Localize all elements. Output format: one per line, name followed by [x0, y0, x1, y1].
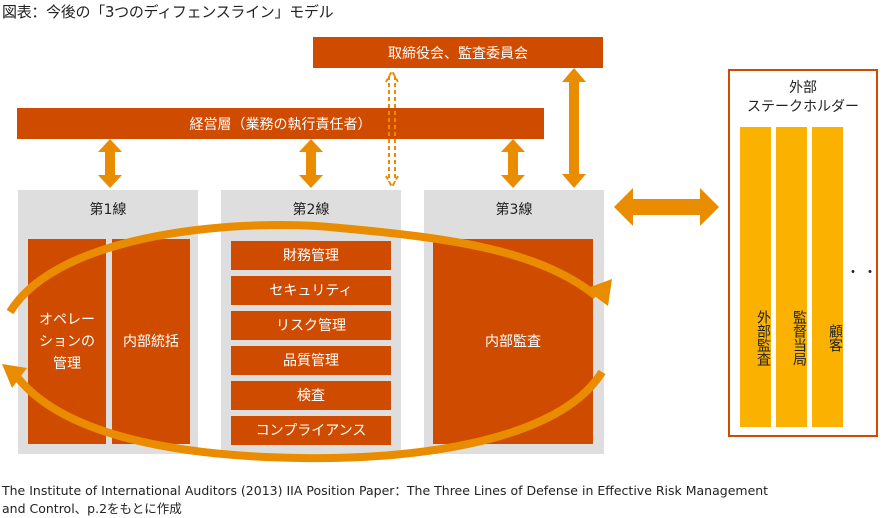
- board-line3-arrow: [562, 68, 586, 188]
- internal-control-cell: 内部統括: [112, 239, 190, 444]
- function-quality-management: 品質管理: [231, 346, 391, 375]
- function-security: セキュリティ: [231, 276, 391, 305]
- regulator-column: 監督当局: [776, 127, 807, 427]
- function-risk-management: リスク管理: [231, 311, 391, 340]
- mgmt-line2-arrow: [299, 139, 323, 188]
- source-footnote: The Institute of International Auditors …: [2, 482, 882, 518]
- mgmt-line3-arrow: [501, 139, 525, 188]
- first-line-label: 第1線: [89, 202, 127, 218]
- internal-audit-label: 内部監査: [485, 333, 541, 350]
- function-finance: 財務管理: [231, 241, 391, 270]
- ops-text-2: ションの: [39, 333, 95, 350]
- second-line-label: 第2線: [292, 202, 330, 218]
- third-line-label: 第3線: [495, 202, 533, 218]
- mgmt-line1-arrow: [98, 139, 122, 188]
- function-inspection: 検査: [231, 381, 391, 410]
- board-label: 取締役会、監査委員会: [388, 45, 528, 62]
- function-compliance: コンプライアンス: [231, 416, 391, 445]
- board-line2-dotted-arrow: [385, 68, 399, 190]
- external-audit-column: 外部監査: [740, 127, 771, 427]
- footnote-line-2: and Control、p.2をもとに作成: [2, 501, 182, 516]
- external-label-1: 外部: [789, 80, 817, 96]
- internal-control-label: 内部統括: [123, 333, 179, 350]
- footnote-line-1: The Institute of International Auditors …: [2, 483, 769, 498]
- lines-external-arrow: [614, 188, 719, 226]
- external-label-2: ステークホルダー: [747, 99, 859, 115]
- operations-management-cell: オペレー ションの 管理: [28, 239, 106, 444]
- ops-text-1: オペレー: [39, 311, 95, 328]
- customer-column: 顧客: [812, 127, 843, 427]
- more-ellipsis: ・・・: [846, 265, 884, 281]
- cycle-arrow-top: [6, 221, 612, 315]
- figure-title: 図表：今後の「3つのディフェンスライン」モデル: [2, 3, 334, 21]
- management-box: 経営層（業務の執行責任者）: [17, 108, 544, 139]
- ops-text-3: 管理: [53, 355, 81, 372]
- board-audit-committee-box: 取締役会、監査委員会: [313, 37, 603, 68]
- management-label: 経営層（業務の執行責任者）: [189, 116, 372, 133]
- cycle-arrow-bottom: [2, 364, 606, 463]
